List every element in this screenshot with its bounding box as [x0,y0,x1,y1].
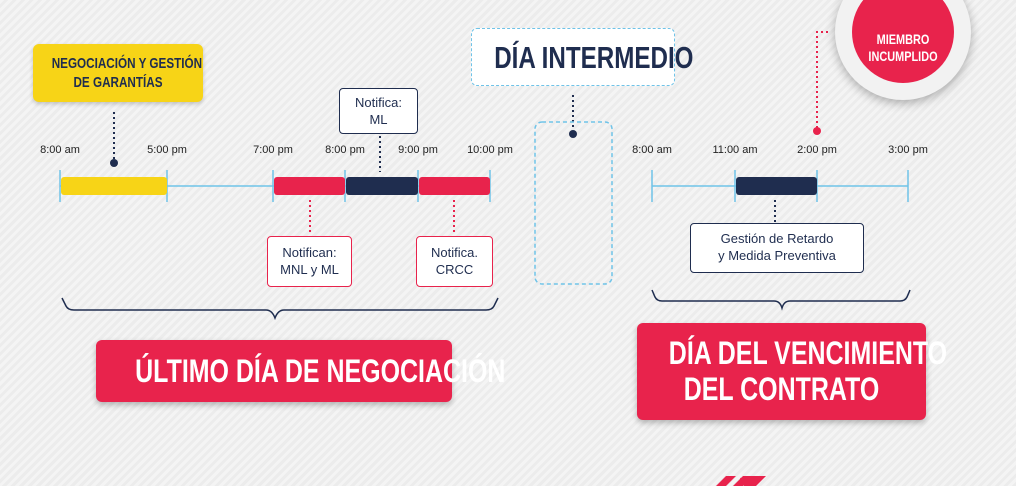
miembro-line2: INCUMPLIDO [868,48,938,64]
red-bar-1 [274,177,345,195]
note-line: ML [369,112,388,127]
right-brace [651,289,911,311]
note-notifican: Notifican: MNL y ML [267,236,352,287]
time-label: 11:00 am [712,144,758,156]
dia-intermedio-title: DÍA INTERMEDIO [494,40,694,75]
note-notifica-ml: Notifica: ML [339,88,418,134]
time-label: 9:00 pm [398,144,438,156]
banner-vencimiento: DÍA DEL VENCIMIENTO DEL CONTRATO [637,323,948,420]
note-line: MNL y ML [280,262,339,277]
note-line: Gestión de Retardo [720,231,834,246]
banner-vencimiento-line1: DÍA DEL VENCIMIENTO [668,335,948,371]
gestion-line1: NEGOCIACIÓN Y GESTIÓN [51,55,203,72]
left-brace [61,297,499,321]
gestion-line2: DE GARANTÍAS [73,74,163,91]
gestion-garantias-box: NEGOCIACIÓN Y GESTIÓN DE GARANTÍAS [33,44,203,102]
dia-intermedio-box: DÍA INTERMEDIO [471,28,694,86]
banner-vencimiento-line2: DEL CONTRATO [683,371,880,407]
time-label: 8:00 am [40,144,80,156]
miembro-line1: MIEMBRO [876,31,930,47]
time-label: 8:00 pm [325,144,365,156]
note-line: Notifican: [282,245,337,260]
miembro-badge: MIEMBRO INCUMPLIDO [852,0,954,83]
banner-ultimo-dia: ÚLTIMO DÍA DE NEGOCIACIÓN [96,340,506,402]
note-notifica-crcc: Notifica. CRCC [416,236,493,287]
time-label: 10:00 pm [467,144,513,156]
time-label: 2:00 pm [797,144,837,156]
note-line: y Medida Preventiva [718,248,836,263]
red-bar-2 [419,177,490,195]
time-label: 7:00 pm [253,144,293,156]
note-gestion-retardo: Gestión de Retardo y Medida Preventiva [690,223,864,273]
connectors [113,31,829,234]
miembro-badge-ring: MIEMBRO INCUMPLIDO [835,0,971,100]
dot-miembro [813,127,821,135]
time-label: 8:00 am [632,144,672,156]
right-timeline-ticks [651,170,909,202]
navy-bar [346,177,418,195]
note-line: CRCC [435,262,474,277]
intermediate-day-box [534,121,613,285]
right-navy-bar [736,177,817,195]
yellow-bar [61,177,167,195]
banner-ultimo-dia-text: ÚLTIMO DÍA DE NEGOCIACIÓN [135,353,506,389]
time-label: 5:00 pm [147,144,187,156]
logo-mark [716,476,766,486]
dot-intermedio [569,130,577,138]
note-line: Notifica: [355,95,402,110]
note-line: Notifica. [431,245,478,260]
time-label: 3:00 pm [888,144,928,156]
dot-gestion [110,159,118,167]
